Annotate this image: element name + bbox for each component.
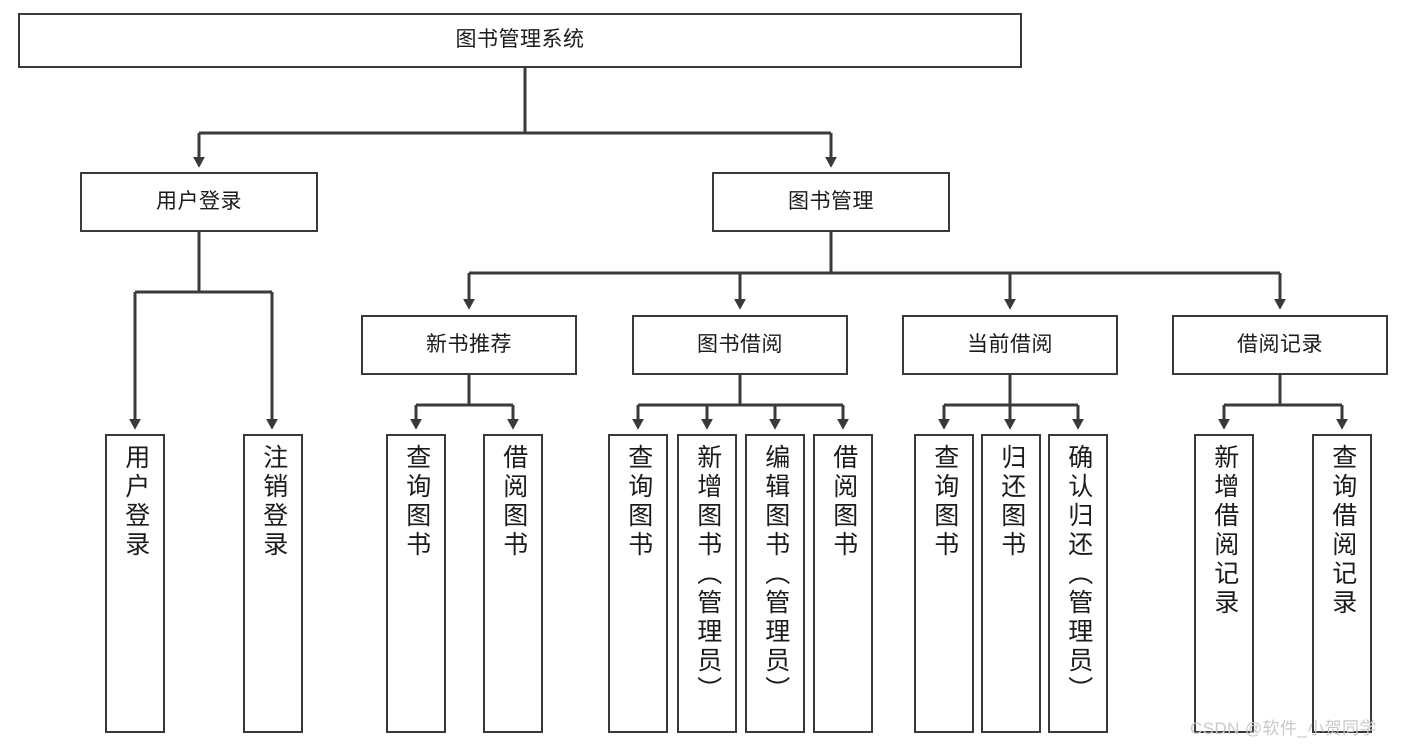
leaf-edit-book-admin[interactable]: 编辑图书（管理员）	[745, 434, 805, 733]
node-root[interactable]: 图书管理系统	[18, 13, 1022, 68]
node-label: 用户登录	[156, 189, 242, 213]
node-label: 新增图书（管理员）	[693, 444, 722, 705]
node-label: 新书推荐	[426, 332, 512, 356]
leaf-query-borrow-record[interactable]: 查询借阅记录	[1312, 434, 1372, 733]
node-label: 注销登录	[259, 444, 288, 560]
leaf-add-book-admin[interactable]: 新增图书（管理员）	[677, 434, 737, 733]
leaf-borrow-book[interactable]: 借阅图书	[813, 434, 873, 733]
node-book-management[interactable]: 图书管理	[712, 172, 950, 232]
leaf-borrow-book-recommend[interactable]: 借阅图书	[483, 434, 543, 733]
node-label: 借阅图书	[829, 444, 858, 560]
node-label: 借阅图书	[499, 444, 528, 560]
leaf-query-book-current[interactable]: 查询图书	[914, 434, 974, 733]
node-borrow-record[interactable]: 借阅记录	[1172, 315, 1388, 375]
node-current-borrow[interactable]: 当前借阅	[902, 315, 1118, 375]
node-label: 当前借阅	[967, 332, 1053, 356]
node-label: 查询图书	[402, 444, 431, 560]
node-label: 查询借阅记录	[1328, 444, 1357, 618]
node-label: 用户登录	[121, 444, 150, 560]
node-label: 图书管理系统	[455, 28, 585, 52]
node-label: 编辑图书（管理员）	[761, 444, 790, 705]
leaf-query-book-borrow[interactable]: 查询图书	[608, 434, 668, 733]
leaf-logout[interactable]: 注销登录	[243, 434, 303, 733]
node-label: 查询图书	[624, 444, 653, 560]
node-label: 图书管理	[788, 189, 874, 213]
node-label: 新增借阅记录	[1210, 444, 1239, 618]
leaf-user-login[interactable]: 用户登录	[105, 434, 165, 733]
node-new-book-recommend[interactable]: 新书推荐	[361, 315, 577, 375]
node-user-login[interactable]: 用户登录	[80, 172, 318, 232]
node-label: 归还图书	[997, 444, 1026, 560]
node-label: 图书借阅	[697, 332, 783, 356]
leaf-confirm-return-admin[interactable]: 确认归还（管理员）	[1048, 434, 1108, 733]
node-book-borrow[interactable]: 图书借阅	[632, 315, 848, 375]
node-label: 借阅记录	[1237, 332, 1323, 356]
leaf-query-book-recommend[interactable]: 查询图书	[386, 434, 446, 733]
node-label: 确认归还（管理员）	[1064, 444, 1093, 705]
leaf-return-book[interactable]: 归还图书	[981, 434, 1041, 733]
leaf-add-borrow-record[interactable]: 新增借阅记录	[1194, 434, 1254, 733]
node-label: 查询图书	[930, 444, 959, 560]
